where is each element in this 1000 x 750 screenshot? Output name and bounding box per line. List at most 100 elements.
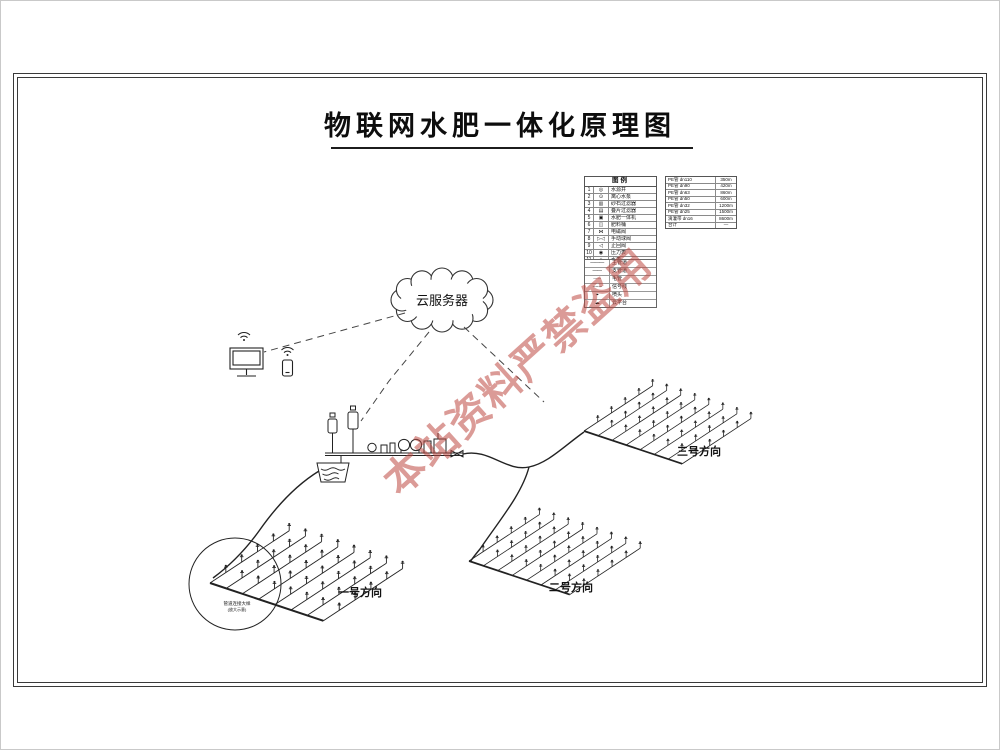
irrigation-field-three [584,379,752,464]
legend-symbol: ◉ [594,250,609,256]
legend-extra-name: 喷头 [612,292,623,298]
pipe-qty: 600m [715,196,736,202]
pipe-qty: 860m [715,190,736,196]
pipe-row: 滴灌带 dn16 8600m [666,216,736,223]
legend-extra-name: 主管道 [612,260,628,266]
pc-terminal-icon [229,347,264,377]
legend-symbol: ⊙ [594,194,609,200]
legend-title: 图例 [585,177,656,187]
legend-extra-symbol: ⌖ [585,292,610,299]
legend-table: 图例 1◎水源井 2⊙离心水泵 3▥砂石过滤器 4▤叠片过滤器 5▣水肥一体机 … [584,176,657,271]
fertigation-station [316,405,464,483]
pipe-name: 滴灌带 dn16 [668,216,693,221]
pipe-name: PE管 dn63 [668,190,690,195]
title-underline [331,147,693,149]
legend-name: 止回阀 [611,243,627,249]
field-label-two: 二号方向 [549,580,593,594]
pipe-qty: 8600m [715,216,736,222]
legend-no: 7 [585,229,594,235]
pipe-row: PE管 dn32 1200m [666,203,736,210]
legend-row: 2⊙离心水泵 [585,194,656,201]
legend-row: 7⋈电磁阀 [585,229,656,236]
field-label-three: 三号方向 [677,444,721,458]
legend-name: 水源井 [611,187,627,193]
legend-extra-row: ⌖喷头 [585,292,656,300]
detail-callout: 管道连接大样 (放大示意) [188,537,282,631]
legend-name: 离心水泵 [611,194,632,200]
pipe-name: PE管 dn50 [668,196,690,201]
legend-name: 压力表 [611,250,627,256]
phone-wifi-icon [281,347,294,357]
pipe-qty: 1500m [715,209,736,215]
legend-no: 4 [585,208,594,214]
pipe-row: 合计 — [666,222,736,228]
legend-name: 肥料桶 [611,222,627,228]
legend-name: 手动球阀 [611,236,632,242]
legend-name: 砂石过滤器 [611,201,637,207]
legend-no: 8 [585,236,594,242]
cloud-server-label: 云服务器 [416,293,468,308]
legend-name: 叠片过滤器 [611,208,637,214]
legend-extra-symbol: —— [585,268,610,275]
legend-no: 6 [585,222,594,228]
pipe-row: PE管 dn25 1500m [666,209,736,216]
legend-symbol: ⋈ [594,229,609,235]
legend-extra-symbol: ☁ [585,300,610,307]
network-links [263,312,545,422]
legend-row: 3▥砂石过滤器 [585,201,656,208]
legend-no: 9 [585,243,594,249]
detail-caption: 管道连接大样 [224,600,251,607]
legend-no: 5 [585,215,594,221]
pipe-qty: 1200m [715,203,736,209]
legend-extra-symbol: ┈┈┈ [585,276,610,283]
legend-symbol: ◎ [594,187,609,193]
legend-symbol: ◁ [594,243,609,249]
legend-row: 8▷◁手动球阀 [585,236,656,243]
legend-extra-row: ☁云平台 [585,300,656,307]
drawing-frame-inner [17,77,983,683]
legend-extra-row: ┈┈┈毛管 [585,276,656,284]
drawing-title: 物联网水肥一体化原理图 [324,111,676,141]
legend-extra-name: 支管道 [612,268,628,274]
legend-extra-row: – – –信号线 [585,284,656,292]
legend-symbol: ▥ [594,201,609,207]
legend-row: 9◁止回阀 [585,243,656,250]
legend-no: 2 [585,194,594,200]
legend-name: 水肥一体机 [611,215,637,221]
detail-note: (放大示意) [228,606,247,612]
legend-no: 10 [585,250,594,256]
legend-no: 1 [585,187,594,193]
pipe-name: 合计 [668,222,677,227]
legend-row: 1◎水源井 [585,187,656,194]
legend-extra-table: ———主管道 ——支管道 ┈┈┈毛管 – – –信号线 ⌖喷头 ☁云平台 [584,259,657,308]
pipe-name: PE管 dn110 [668,177,692,182]
pipe-qty: — [715,222,736,228]
pipe-row: PE管 dn63 860m [666,190,736,197]
pc-wifi-icon [237,332,251,342]
legend-row: 4▤叠片过滤器 [585,208,656,215]
legend-name: 电磁阀 [611,229,627,235]
drawing-frame-outer [13,73,987,687]
legend-extra-symbol: ——— [585,260,610,267]
legend-extra-row: ——支管道 [585,268,656,276]
legend-row: 10◉压力表 [585,250,656,257]
legend-extra-row: ———主管道 [585,260,656,268]
legend-extra-name: 毛管 [612,276,623,282]
field-label-one: 一号方向 [338,585,382,599]
pipe-name: PE管 dn25 [668,209,690,214]
legend-symbol: ▣ [594,215,609,221]
legend-extra-symbol: – – – [585,284,610,291]
legend-extra-name: 信号线 [612,284,628,290]
pipe-row: PE管 dn50 600m [666,196,736,203]
legend-row: 6◫肥料桶 [585,222,656,229]
pipe-qty: 420m [715,183,736,189]
pipe-network [212,431,585,579]
pipe-name: PE管 dn32 [668,203,690,208]
phone-icon [281,359,294,377]
legend-extra-name: 云平台 [612,300,628,306]
